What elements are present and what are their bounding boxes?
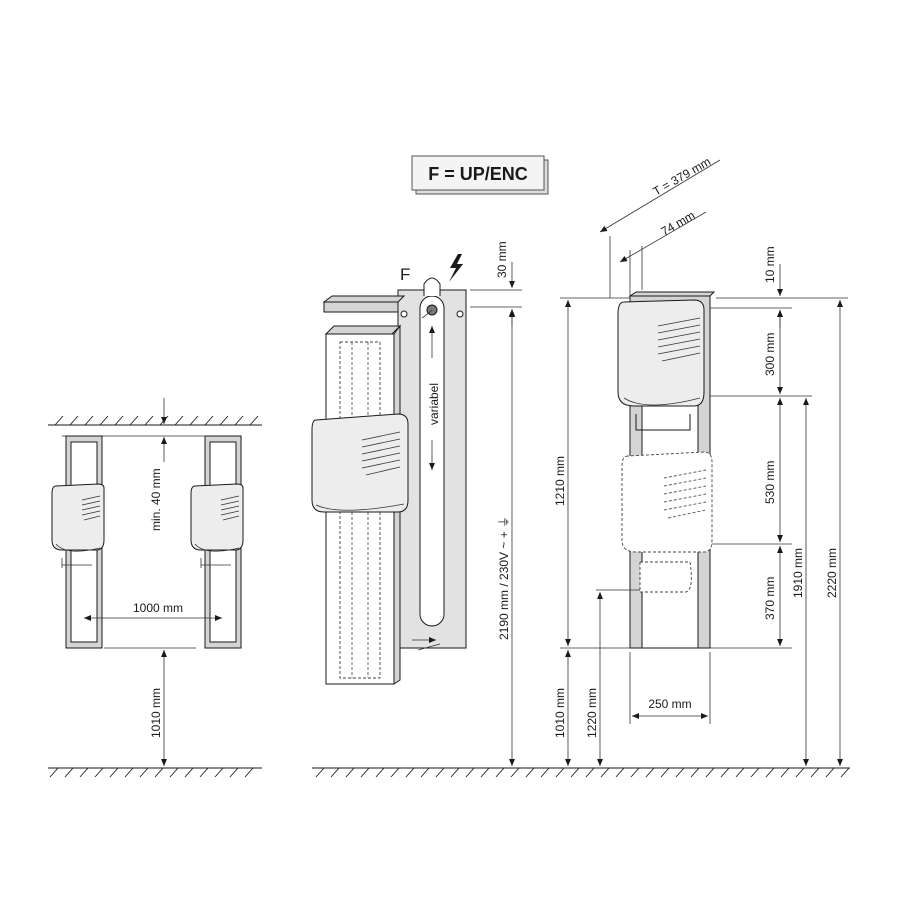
- floor-mid-label: 1220 mm: [585, 688, 599, 738]
- lightning-icon: [449, 254, 463, 282]
- right-view: T = 379 mm 74 mm 10 mm 300 mm 530 mm: [553, 154, 848, 766]
- cable-height-dimension: 2190 mm / 230V ~ + ⏚: [497, 310, 515, 766]
- left-unit-1: [51, 435, 105, 649]
- floor-low-dimension: 1010 mm: [553, 650, 571, 766]
- floor-high-label: 1910 mm: [791, 548, 805, 598]
- depth-dryer-label: 74 mm: [659, 208, 698, 238]
- upper-range-dimension: 1210 mm: [553, 300, 571, 646]
- top-ledge: [323, 301, 399, 313]
- depth-dimensions: T = 379 mm 74 mm: [599, 154, 721, 298]
- front-frame: [311, 324, 409, 685]
- width-label: 250 mm: [648, 697, 691, 711]
- left-view: min. 40 mm 1000 mm 1010 mm: [48, 398, 262, 778]
- top-gap-dimension: 10 mm: [763, 246, 783, 328]
- cable-height-label: 2190 mm / 230V ~ + ⏚: [497, 516, 511, 640]
- dryer-height-label: 300 mm: [763, 333, 777, 376]
- mount-letter: F: [400, 265, 410, 284]
- spacing-label: 1000 mm: [133, 601, 183, 615]
- cable-conduit: [423, 277, 441, 296]
- floor-line: [48, 767, 262, 778]
- total-height-dimension: 2220 mm: [825, 300, 843, 766]
- ceiling-line: [48, 415, 262, 426]
- floor-mid-dimension: 1220 mm: [585, 592, 603, 766]
- total-height-label: 2220 mm: [825, 548, 839, 598]
- middle-view: variabel F 30 mm 2190 mm / 230V ~ + ⏚: [311, 241, 850, 778]
- column: [617, 291, 716, 649]
- floor-line-middle: [312, 767, 850, 778]
- floor-high-dimension: 1910 mm: [791, 398, 809, 766]
- min-gap-label: min. 40 mm: [149, 468, 163, 531]
- mid-range-label: 530 mm: [763, 461, 777, 504]
- lower-range-dimension: 370 mm: [763, 546, 783, 646]
- variable-dimension: variabel: [427, 326, 441, 470]
- lower-range-label: 370 mm: [763, 577, 777, 620]
- top-gap-label: 10 mm: [763, 246, 777, 283]
- diagram-title: F = UP/ENC: [428, 164, 528, 184]
- top-offset-dimension: 30 mm: [470, 241, 522, 326]
- variable-label: variabel: [427, 383, 441, 425]
- left-height-label: 1010 mm: [149, 688, 163, 738]
- depth-total-label: T = 379 mm: [651, 154, 714, 198]
- top-offset-label: 30 mm: [495, 241, 509, 278]
- floor-low-label: 1010 mm: [553, 688, 567, 738]
- left-height-dimension: 1010 mm: [104, 647, 196, 766]
- dryer-height-dimension: 300 mm: [763, 310, 783, 394]
- width-dimension: 250 mm: [629, 652, 711, 724]
- title-box: F = UP/ENC: [411, 155, 549, 195]
- spacing-dimension: 1000 mm: [84, 601, 222, 621]
- left-unit-2: [190, 435, 244, 649]
- min-gap-dimension: min. 40 mm: [102, 398, 205, 531]
- mid-range-dimension: 530 mm: [763, 398, 783, 542]
- upper-range-label: 1210 mm: [553, 456, 567, 506]
